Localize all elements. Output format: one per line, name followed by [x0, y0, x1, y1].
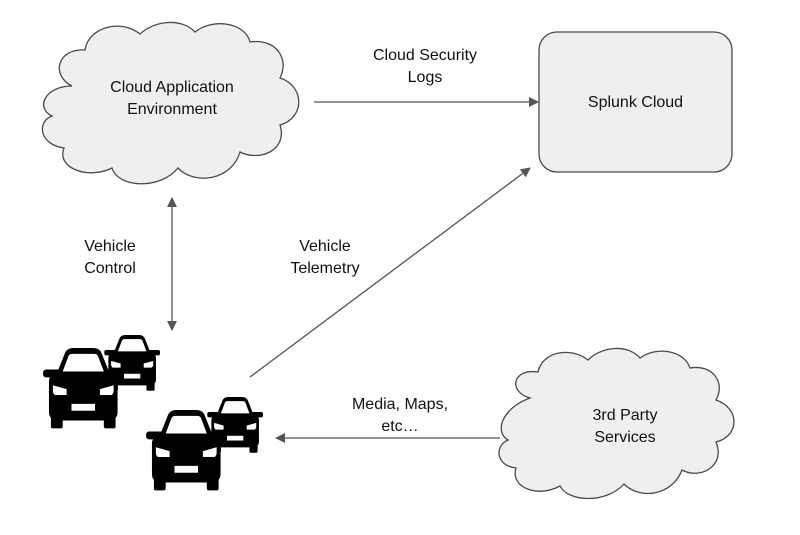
label-line: Logs [407, 69, 443, 86]
label-line: Services [594, 429, 656, 446]
splunk-cloud-box[interactable] [538, 31, 733, 173]
cloud-application-label: Cloud Application Environment [82, 77, 262, 121]
label-line: Media, Maps, [351, 396, 449, 413]
third-party-cloud-shape[interactable] [498, 347, 735, 500]
cloud-application-shape[interactable] [41, 21, 300, 185]
telemetry-arrow [249, 167, 531, 378]
label-line: Splunk Cloud [587, 94, 684, 111]
label-line: Telemetry [290, 260, 360, 277]
telemetry-label: Vehicle Telemetry [270, 236, 380, 280]
label-line: Vehicle [299, 238, 351, 255]
label-line: Cloud Security [372, 47, 478, 64]
security-logs-label: Cloud Security Logs [350, 45, 500, 89]
vehicle-control-label: Vehicle Control [60, 236, 160, 280]
label-line: Environment [127, 101, 217, 118]
label-line: Cloud Application [110, 79, 234, 96]
third-party-label: 3rd Party Services [550, 405, 700, 449]
media-label: Media, Maps, etc… [335, 394, 465, 438]
label-line: 3rd Party [592, 407, 658, 424]
label-line: etc… [381, 418, 419, 435]
label-line: Control [84, 260, 136, 277]
cars-icon[interactable] [43, 335, 264, 491]
label-line: Vehicle [84, 238, 136, 255]
splunk-cloud-label: Splunk Cloud [539, 92, 732, 114]
